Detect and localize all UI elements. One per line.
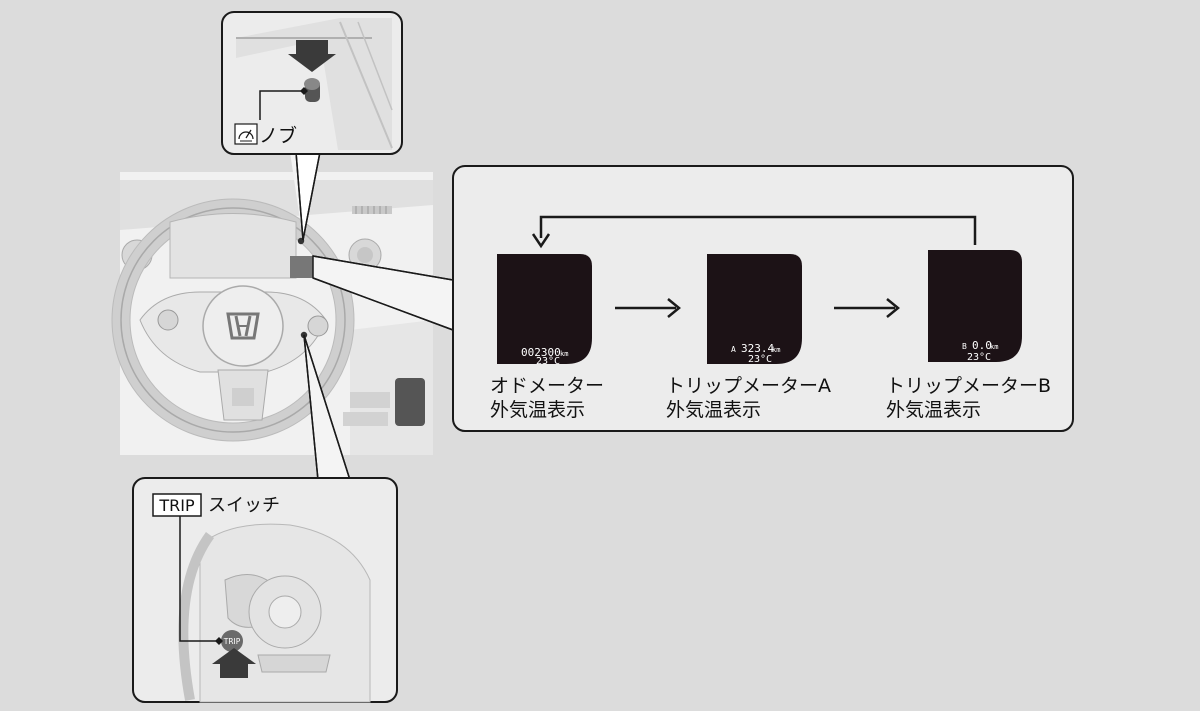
temperature: 23°C — [748, 354, 772, 365]
caption-trip-b-line1: トリップメーターB — [886, 375, 1051, 397]
trip-button-label: TRIP — [158, 496, 195, 515]
dashboard-illustration — [111, 172, 433, 455]
temperature: 23°C — [967, 352, 991, 363]
display-trip-a: A 323.4 km 23°C — [707, 254, 802, 365]
display-sequence-panel: 002300 km 23°C オドメーター 外気温表示 A 323.4 km 2… — [452, 165, 1074, 432]
trip-knob: TRIP — [221, 630, 243, 652]
push-arrow-icon — [288, 40, 336, 72]
trip-a-prefix: A — [731, 345, 736, 354]
arrow-right-icon — [834, 298, 900, 318]
caption-trip-b-line2: 外気温表示 — [886, 399, 981, 421]
trip-switch-label: スイッチ — [208, 495, 280, 516]
honda-logo — [226, 312, 260, 340]
trip-switch-callout: TRIP TRIP スイッチ — [132, 477, 398, 703]
trip-button-badge — [152, 493, 202, 517]
shift-lever — [395, 378, 425, 426]
trip-b-prefix: B — [962, 342, 967, 351]
push-arrow-icon — [212, 648, 256, 678]
caption-trip-a-line2: 外気温表示 — [666, 399, 761, 421]
temperature: 23°C — [536, 356, 560, 367]
caption-trip-a-line1: トリップメーターA — [666, 375, 831, 397]
trip-a-unit: km — [772, 346, 780, 354]
steering-wheel — [111, 198, 355, 442]
display-trip-b: B 0.0 km 23°C — [928, 250, 1022, 363]
trip-b-value: 0.0 — [972, 339, 992, 352]
speedometer-icon — [234, 123, 258, 145]
display-odometer: 002300 km 23°C — [497, 254, 592, 367]
trip-b-unit: km — [990, 343, 998, 351]
svg-text:TRIP: TRIP — [223, 637, 241, 646]
loop-arrow-icon — [531, 215, 977, 249]
arrow-right-icon — [615, 298, 681, 318]
leader-lines — [290, 151, 454, 481]
caption-odometer-line1: オドメーター — [490, 375, 604, 397]
odometer-value: 002300 — [521, 346, 561, 359]
knob — [304, 78, 320, 102]
caption-odometer-line2: 外気温表示 — [490, 399, 585, 421]
knob-label: ノブ — [259, 124, 297, 147]
knob-callout: ノブ — [221, 11, 403, 155]
meter-display-location — [290, 256, 314, 278]
trip-a-value: 323.4 — [741, 342, 774, 355]
odometer-unit: km — [560, 350, 568, 358]
